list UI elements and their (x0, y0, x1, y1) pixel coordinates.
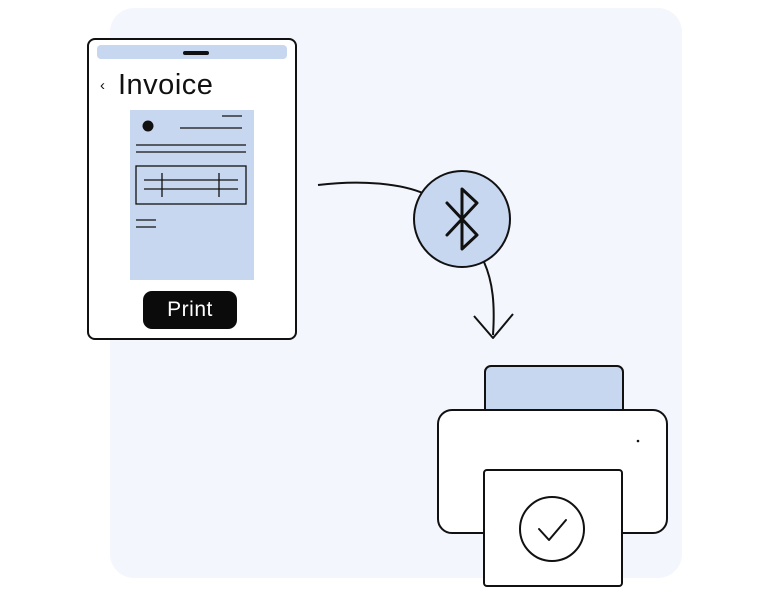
arrow-down-icon (473, 261, 514, 339)
page-title: Invoice (118, 69, 214, 101)
check-circle-icon (519, 496, 585, 562)
phone-device: ‹ Invoice Print (87, 38, 297, 340)
connection-curve (317, 181, 426, 195)
bluetooth-icon (413, 170, 511, 268)
print-button[interactable]: Print (143, 291, 237, 329)
back-chevron-icon[interactable]: ‹ (100, 77, 105, 94)
printer-icon (437, 365, 668, 587)
invoice-lines-icon (135, 115, 247, 228)
invoice-preview (130, 110, 254, 280)
phone-speaker (183, 51, 209, 55)
